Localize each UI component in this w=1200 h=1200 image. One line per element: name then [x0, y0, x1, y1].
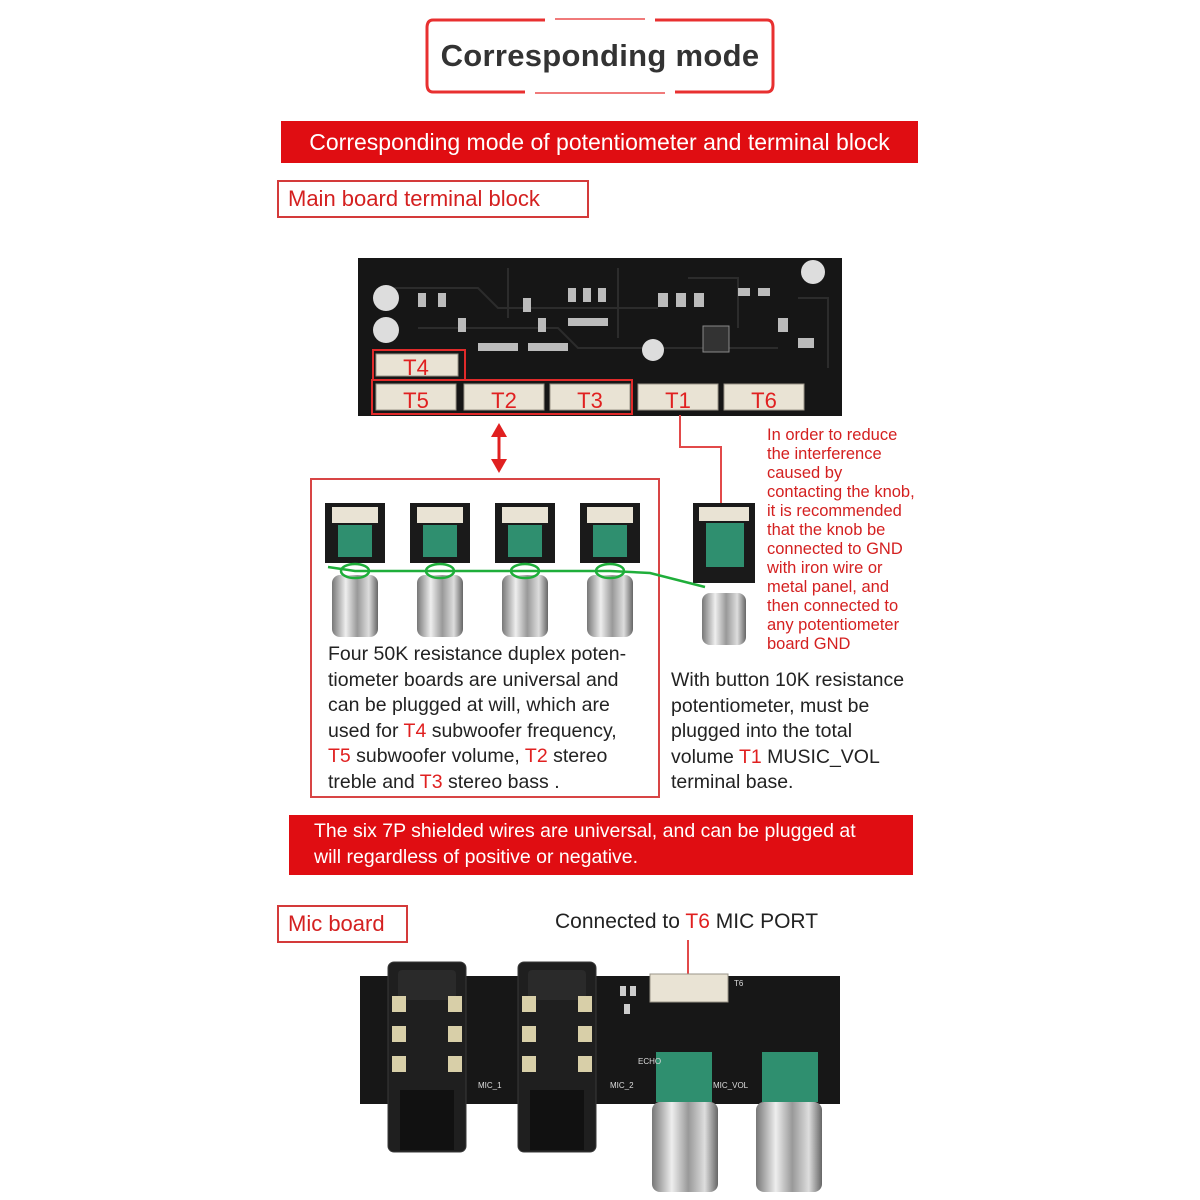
mic-jack-1	[387, 961, 467, 1153]
main-board-label: Main board terminal block	[277, 180, 589, 218]
silk-t6: T6	[734, 979, 744, 988]
page-title: Corresponding mode	[440, 38, 760, 73]
terminal-label-t2: T2	[491, 388, 517, 413]
duplex-pot-1	[325, 503, 385, 637]
terminal-label-t5: T5	[403, 388, 429, 413]
duplex-pot-2	[410, 503, 470, 637]
duplex-pots-box	[310, 478, 660, 798]
button-pot-description: With button 10K resistance potentiometer…	[671, 669, 905, 793]
silk-mic2: MIC_2	[610, 1081, 634, 1090]
section-banner: Corresponding mode of potentiometer and …	[281, 121, 918, 163]
terminal-label-t3: T3	[577, 388, 603, 413]
mic-port-caption: Connected to T6 MIC PORT	[555, 910, 819, 933]
connection-lines	[491, 415, 722, 503]
header-frame	[425, 18, 775, 94]
terminal-label-t1: T1	[665, 388, 691, 413]
duplex-pot-4	[580, 503, 640, 637]
terminal-label-t6: T6	[751, 388, 777, 413]
terminal-label-t4: T4	[403, 355, 429, 380]
shielded-wires-banner: The six 7P shielded wires are universal,…	[289, 815, 913, 875]
double-arrow-icon	[491, 423, 507, 473]
duplex-pot-3	[495, 503, 555, 637]
silk-mic1: MIC_1	[478, 1081, 502, 1090]
main-board-image: T4 T5 T2 T3 T1 T6	[358, 258, 842, 416]
gnd-wire	[327, 562, 706, 589]
button-pot-t1	[693, 503, 755, 645]
silk-mic-vol: MIC_VOL	[713, 1081, 749, 1090]
potentiometers-image	[325, 503, 755, 645]
interference-note: In order to reduce the interference caus…	[767, 426, 915, 653]
mic-board-image: MIC_1 MIC_2 MIC_VOL ECHO T6	[360, 940, 840, 1192]
mic-jack-2	[517, 961, 597, 1153]
duplex-pots-description: Four 50K resistance duplex poten- tiomet…	[328, 643, 627, 793]
silk-echo: ECHO	[638, 1057, 661, 1066]
mic-board-label: Mic board	[277, 905, 408, 943]
